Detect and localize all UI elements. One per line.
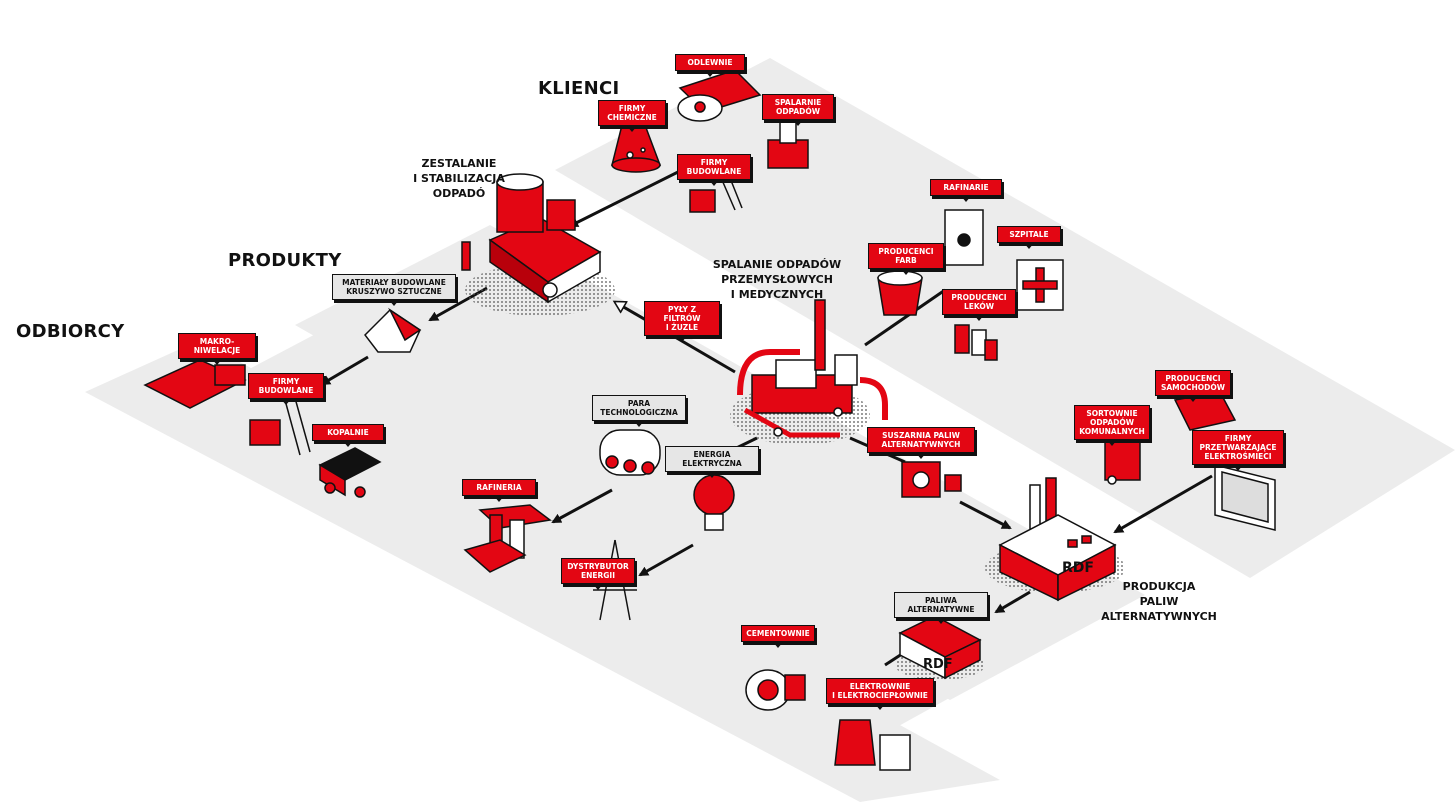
foundry-icon <box>677 69 762 122</box>
steam-boiler-icon <box>599 429 661 476</box>
label-suszarnia-paliw: SUSZARNIA PALIW ALTERNATYWNYCH <box>867 427 975 459</box>
arrow-incineration-to-solidification <box>615 302 736 374</box>
hospital-cross-icon <box>1016 259 1064 311</box>
arrow-clients-to-incineration <box>864 288 946 347</box>
arrow-energy-to-distributor <box>638 543 694 577</box>
label-szpitale: SZPITALE <box>997 226 1061 249</box>
arrow-rdf-to-fuels <box>994 590 1031 614</box>
solidification-plant-icon <box>461 173 615 316</box>
mine-cart-icon <box>318 447 382 498</box>
process-solidification-caption: ZESTALANIE I STABILIZACJA ODPADÓ <box>413 157 505 200</box>
band-products-lower <box>200 300 1000 775</box>
label-firmy-chemiczne: FIRMY CHEMICZNE <box>598 100 666 132</box>
process-incineration-caption: SPALANIE ODPADÓW PRZEMYSŁOWYCH I MEDYCZN… <box>712 258 842 301</box>
label-sortownie-odpadow: SORTOWNIE ODPADÓW KOMUNALNYCH <box>1074 405 1150 446</box>
label-producenci-farb: PRODUCENCI FARB <box>868 243 944 275</box>
arrow-electronics-to-rdf <box>1113 474 1213 534</box>
building-ladder-icon <box>689 177 743 213</box>
heading-clients: KLIENCI <box>538 78 620 99</box>
label-dystrybutor-energii: DYSTRYBUTOR ENERGII <box>561 558 635 590</box>
gas-station-car-icon <box>463 504 552 573</box>
pill-bottles-icon <box>954 324 998 361</box>
power-plant-icon <box>834 719 911 771</box>
cement-mixer-icon <box>745 669 806 711</box>
arrow-steam-to-refinery <box>551 488 613 524</box>
chemical-flask-icon <box>611 124 662 173</box>
label-rafinarie: RAFINARIE <box>930 179 1002 202</box>
waste-bin-icon <box>1104 439 1141 485</box>
process-fuel-production-caption: PRODUKCJA PALIW ALTERNATYWNYCH <box>1101 580 1217 623</box>
rdf-bale-sign: RDF <box>923 657 953 672</box>
light-bulb-icon <box>693 474 735 531</box>
aggregate-rocks-icon <box>364 307 422 353</box>
label-producenci-samochodow: PRODUCENCI SAMOCHODÓW <box>1155 370 1231 402</box>
excavator-icon <box>143 359 247 409</box>
bricks-ladder-icon <box>249 397 311 456</box>
computer-monitor-icon <box>1214 464 1276 531</box>
label-firmy-budowlane-klient: FIRMY BUDOWLANE <box>677 154 751 186</box>
rdf-bale-icon: RDF <box>895 615 985 680</box>
heading-recipients: ODBIORCY <box>16 321 125 342</box>
label-makroniwelacje: MAKRO- NIWELACJE <box>178 333 256 365</box>
label-producenci-lekow: PRODUCENCI LEKÓW <box>942 289 1016 321</box>
label-rafineria: RAFINERIA <box>462 479 536 502</box>
paint-bucket-icon <box>877 270 923 316</box>
waste-incinerator-icon <box>767 117 809 169</box>
heading-products: PRODUKTY <box>228 250 342 271</box>
label-para-technologiczna: PARA TECHNOLOGICZNA <box>592 395 686 427</box>
label-materialy-budowlane: MATERIAŁY BUDOWLANE KRUSZYWO SZTUCZNE <box>332 274 456 306</box>
rdf-plant-sign: RDF <box>1062 560 1094 576</box>
label-energia-elektryczna: ENERGIA ELEKTRYCZNA <box>665 446 759 478</box>
label-paliwa-alternatywne: PALIWA ALTERNATYWNE <box>894 592 988 624</box>
label-pyly-z-filtrow: PYŁY Z FILTRÓW I ŻUZLE <box>644 301 720 342</box>
arrow-dryer-to-rdf <box>959 500 1012 530</box>
label-elektrownie: ELEKTROWNIE I ELEKTROCIEPŁOWNIE <box>826 678 934 710</box>
refinery-canister-icon <box>944 209 984 266</box>
label-firmy-przetwarzajace: FIRMY PRZETWARZAJĄCE ELEKTROŚMIECI <box>1192 430 1284 471</box>
label-cementownie: CEMENTOWNIE <box>741 625 815 648</box>
label-kopalnie: KOPALNIE <box>312 424 384 447</box>
label-odlewnie: ODLEWNIE <box>675 54 745 77</box>
label-firmy-budowlane-odbiorca: FIRMY BUDOWLANE <box>248 373 324 405</box>
dryer-machine-icon <box>901 461 962 498</box>
label-spalarnie-odpadow: SPALARNIE ODPADÓW <box>762 94 834 126</box>
arrow-materials-to-recipients <box>320 355 369 386</box>
arrow-clients-to-solidification <box>568 168 683 228</box>
rdf-plant-icon: RDF <box>985 477 1125 602</box>
incineration-plant-icon <box>730 299 888 445</box>
